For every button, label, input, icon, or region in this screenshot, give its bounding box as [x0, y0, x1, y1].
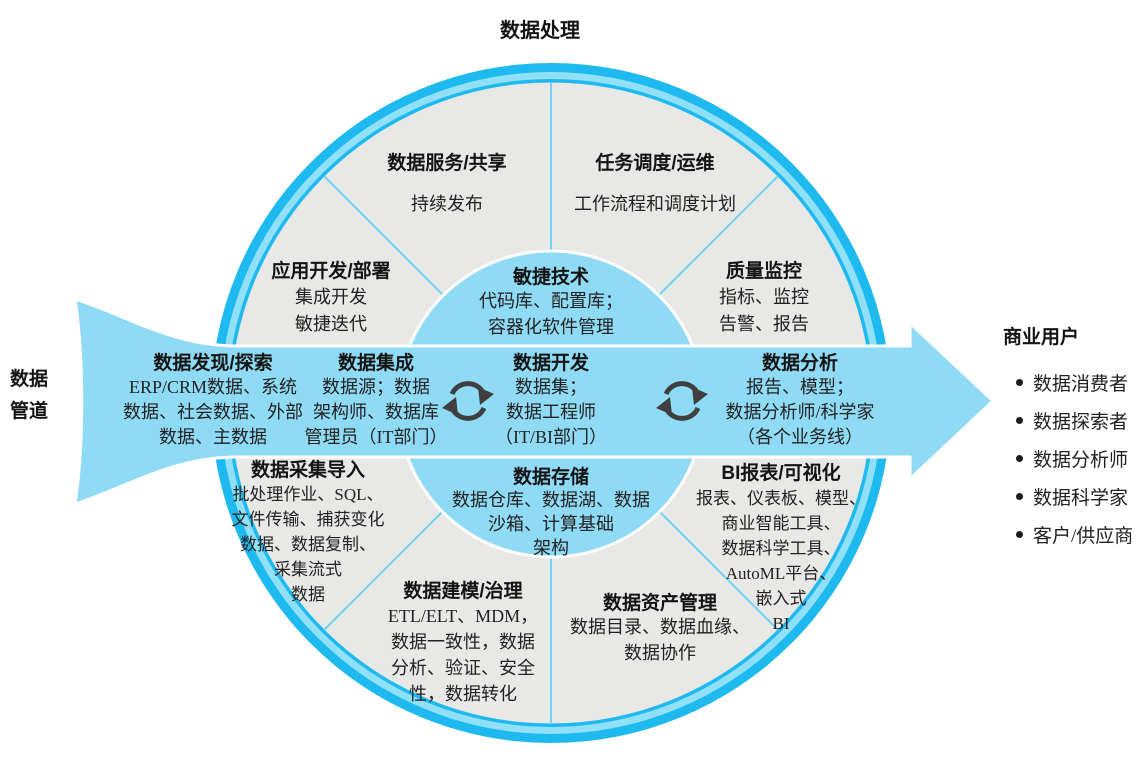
- hub-agile-body: 代码库、配置库； 容器化软件管理: [479, 291, 623, 337]
- segment-collect-body: 批处理作业、SQL、 文件传输、捕获变化 数据、数据复制、 采集流式 数据: [231, 485, 385, 604]
- business-users-heading: 商业用户: [1003, 327, 1080, 348]
- step-develop-body: 数据集； 数据工程师 （IT/BI部门）: [495, 377, 607, 447]
- segment-appdev-body: 集成开发 敏捷迭代: [295, 287, 367, 334]
- step-integrate-body: 数据源；数据 架构师、数据库 管理员（IT部门）: [304, 377, 448, 447]
- divider-lower-left: [323, 505, 449, 631]
- segment-appdev-heading: 应用开发/部署: [271, 261, 391, 282]
- hub-storage-body: 数据仓库、数据湖、数据 沙箱、计算基础 架构: [452, 490, 650, 558]
- divider-lower-right: [653, 505, 779, 631]
- segment-service-body: 持续发布: [411, 194, 483, 214]
- business-user-label: 数据消费者: [1033, 373, 1129, 395]
- list-item: 数据科学家: [1003, 477, 1143, 515]
- bullet-icon: [1016, 492, 1023, 500]
- business-user-label: 数据分析师: [1033, 449, 1129, 471]
- step-analyze-heading: 数据分析: [761, 353, 838, 374]
- segment-quality-heading: 质量监控: [725, 261, 802, 282]
- pipeline-arrow: [73, 297, 995, 506]
- sync-icon-left: [442, 381, 494, 421]
- segment-collect-heading: 数据采集导入: [250, 460, 365, 481]
- list-item: 数据探索者: [1003, 401, 1143, 439]
- pipeline-label: 数据 管道: [10, 369, 49, 422]
- business-users-panel: 商业用户 数据消费者 数据探索者 数据分析师 数据科学家 客户/供应商: [1003, 322, 1143, 553]
- hub-storage-heading: 数据存储: [512, 467, 589, 488]
- bullet-icon: [1016, 454, 1023, 462]
- business-user-label: 数据探索者: [1033, 411, 1129, 433]
- hub-agile-heading: 敏捷技术: [512, 267, 589, 288]
- segment-bi-body: 报表、仪表板、模型、 商业智能工具、 数据科学工具、 AutoML平台、 嵌入式…: [696, 489, 866, 633]
- step-discover-heading: 数据发现/探索: [153, 353, 273, 374]
- sync-icon-right: [656, 381, 708, 421]
- segment-model-body: ETL/ELT、MDM， 数据一致性，数据 分析、验证、安全 性，数据转化: [387, 606, 539, 704]
- bullet-icon: [1016, 416, 1023, 424]
- segment-schedule-body: 工作流程和调度计划: [574, 194, 736, 214]
- list-item: 客户/供应商: [1003, 515, 1143, 553]
- segment-dividers: [323, 83, 779, 723]
- business-user-label: 客户/供应商: [1033, 525, 1134, 547]
- segment-schedule-heading: 任务调度/运维: [595, 153, 715, 174]
- step-integrate-heading: 数据集成: [337, 353, 414, 374]
- bullet-icon: [1016, 530, 1023, 538]
- list-item: 数据消费者: [1003, 363, 1143, 401]
- step-analyze-body: 报告、模型； 数据分析师/科学家 （各个业务线）: [725, 377, 875, 447]
- business-user-label: 数据科学家: [1033, 487, 1129, 509]
- segment-bi-heading: BI报表/可视化: [721, 463, 841, 484]
- segment-asset-heading: 数据资产管理: [602, 593, 717, 614]
- list-item: 数据分析师: [1003, 439, 1143, 477]
- divider-upper-left: [323, 175, 449, 301]
- segment-asset-body: 数据目录、数据血缘、 数据协作: [570, 617, 750, 663]
- segment-service-heading: 数据服务/共享: [387, 153, 507, 174]
- bullet-icon: [1016, 378, 1023, 386]
- step-discover-body: ERP/CRM数据、系统 数据、社会数据、外部 数据、主数据: [123, 377, 303, 447]
- divider-upper-right: [653, 175, 779, 301]
- diagram-title: 数据处理: [500, 20, 580, 42]
- step-develop-heading: 数据开发: [512, 353, 589, 374]
- segment-quality-body: 指标、监控 告警、报告: [719, 287, 809, 334]
- segment-model-heading: 数据建模/治理: [403, 581, 523, 602]
